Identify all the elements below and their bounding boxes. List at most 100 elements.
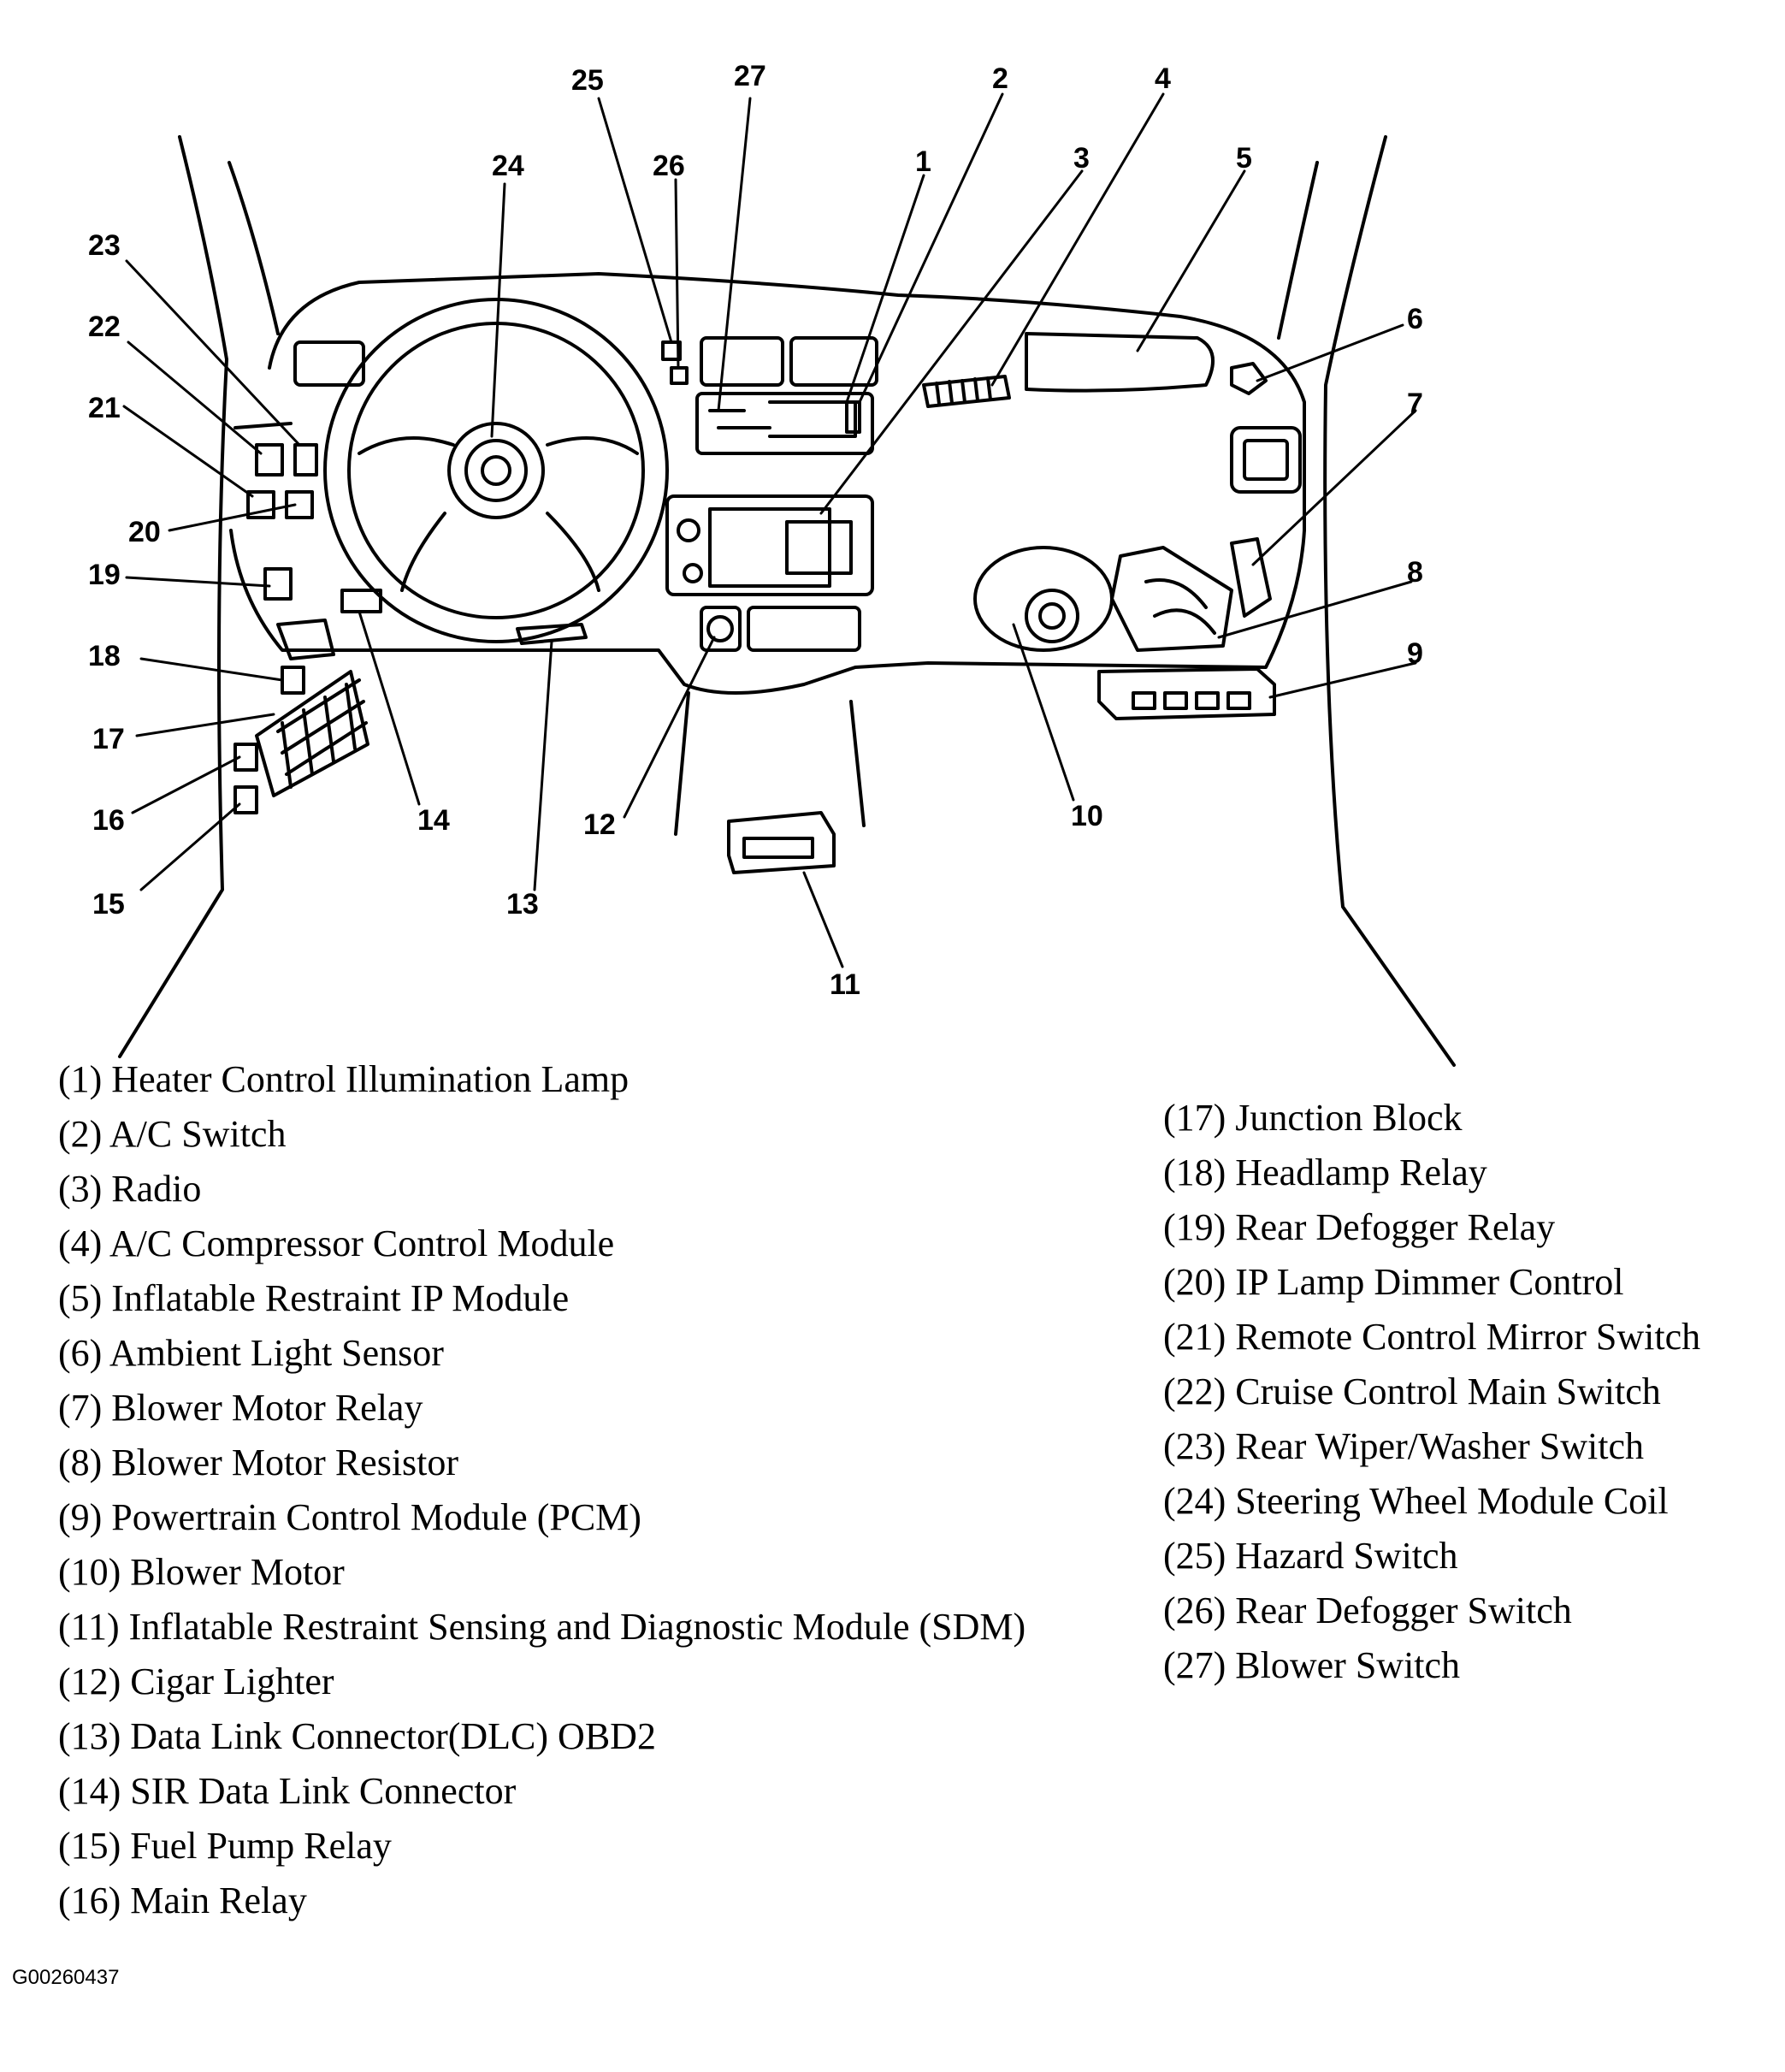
legend-item-20: (20) IP Lamp Dimmer Control xyxy=(1163,1261,1624,1303)
callout-9: 9 xyxy=(1407,637,1423,670)
legend-item-17: (17) Junction Block xyxy=(1163,1097,1463,1139)
left-a-pillar-inner xyxy=(228,161,280,335)
legend-item-9: (9) Powertrain Control Module (PCM) xyxy=(58,1496,641,1538)
cigar-lighter-bezel xyxy=(700,606,742,652)
legend-item-23: (23) Rear Wiper/Washer Switch xyxy=(1163,1425,1645,1467)
figure-id: G00260437 xyxy=(12,1966,120,1989)
steering-hub-mid xyxy=(464,439,528,502)
ip-module-5-shape xyxy=(1025,332,1215,393)
console-leg-left xyxy=(674,691,690,836)
pcm-9-port-1 xyxy=(1132,691,1156,710)
legend-item-6: (6) Ambient Light Sensor xyxy=(58,1332,444,1374)
blower-motor-10-housing xyxy=(973,546,1114,652)
legend-item-7: (7) Blower Motor Relay xyxy=(58,1387,423,1429)
right-a-pillar xyxy=(1323,135,1456,1067)
legend-item-4: (4) A/C Compressor Control Module xyxy=(58,1222,615,1264)
steering-wheel-inner xyxy=(347,322,645,619)
callout-23: 23 xyxy=(88,229,121,262)
steering-wheel-spokes xyxy=(358,436,639,592)
console-leg-right xyxy=(849,700,866,827)
ac-compressor-module-4-ribs xyxy=(935,376,992,406)
junction-block-17-grid xyxy=(276,678,368,789)
pcm-9-port-4 xyxy=(1226,691,1251,710)
callout-18: 18 xyxy=(88,640,121,672)
sdm-11-shape xyxy=(727,811,836,874)
radio-knob-left xyxy=(677,518,700,542)
steering-wheel-outer xyxy=(323,298,669,643)
callout-22: 22 xyxy=(88,311,121,343)
switch-20-block xyxy=(285,490,314,519)
legend-item-1: (1) Heater Control Illumination Lamp xyxy=(58,1058,629,1100)
callout-2: 2 xyxy=(992,62,1008,95)
right-vent xyxy=(1230,426,1302,494)
legend-item-13: (13) Data Link Connector(DLC) OBD2 xyxy=(58,1715,656,1757)
legend-item-16: (16) Main Relay xyxy=(58,1880,307,1921)
right-a-pillar-inner xyxy=(1277,161,1319,340)
legend-item-3: (3) Radio xyxy=(58,1168,202,1210)
blower-motor-10-shaft xyxy=(1038,602,1066,630)
switch-22-block xyxy=(255,443,284,477)
left-a-pillar xyxy=(118,135,228,1058)
rear-defogger-switch-26-shape xyxy=(670,366,689,385)
legend-item-11: (11) Inflatable Restraint Sensing and Di… xyxy=(58,1606,1026,1648)
lower-center-tray xyxy=(747,606,861,652)
callout-12: 12 xyxy=(583,808,616,841)
ac-switch-2-shape xyxy=(845,400,861,434)
blower-motor-10-hub xyxy=(1025,589,1079,643)
switch-23-block xyxy=(293,443,318,477)
callout-27: 27 xyxy=(734,60,766,92)
relay-19-shape xyxy=(263,567,293,601)
callout-5: 5 xyxy=(1236,142,1252,175)
legend-item-2: (2) A/C Switch xyxy=(58,1113,287,1155)
radio-face xyxy=(708,507,831,588)
callout-3: 3 xyxy=(1073,142,1090,175)
legend-item-19: (19) Rear Defogger Relay xyxy=(1163,1206,1556,1248)
center-vent-left xyxy=(700,336,784,387)
pcm-9-port-2 xyxy=(1163,691,1188,710)
legend-item-22: (22) Cruise Control Main Switch xyxy=(1163,1370,1661,1412)
dash-lower-edge xyxy=(229,529,1306,695)
legend-right: (17) Junction Block (18) Headlamp Relay … xyxy=(1163,1091,1700,1693)
ambient-light-sensor-6-shape xyxy=(1230,362,1268,395)
legend-left: (1) Heater Control Illumination Lamp (2)… xyxy=(58,1052,1025,1928)
callout-labels: 1 2 3 4 5 6 7 8 9 10 11 12 13 14 15 16 1… xyxy=(88,60,1423,1001)
legend-item-10: (10) Blower Motor xyxy=(58,1551,345,1593)
callout-10: 10 xyxy=(1071,800,1103,832)
sir-connector-14-shape xyxy=(340,589,382,613)
switch-21-block xyxy=(246,490,275,519)
callout-4: 4 xyxy=(1155,62,1171,95)
ac-compressor-module-4-shape xyxy=(922,375,1011,408)
relay-16-shape xyxy=(233,743,258,772)
relay-15-shape xyxy=(233,785,258,814)
dash-top-outline xyxy=(268,272,1306,532)
callout-21: 21 xyxy=(88,392,121,424)
knee-panel-left xyxy=(276,619,335,660)
legend-item-21: (21) Remote Control Mirror Switch xyxy=(1163,1316,1701,1358)
pcm-9-shape xyxy=(1097,667,1276,720)
radio-knob-left-lower xyxy=(683,563,703,583)
legend-item-27: (27) Blower Switch xyxy=(1163,1644,1461,1686)
radio-display-right xyxy=(785,520,853,575)
blower-resistor-8-shape xyxy=(1110,546,1233,652)
blower-switch-27-slider xyxy=(708,400,857,438)
center-vent-right xyxy=(789,336,878,387)
instrument-panel-diagram: 1 2 3 4 5 6 7 8 9 10 11 12 13 14 15 16 1… xyxy=(88,60,1456,1067)
junction-block-17-shape xyxy=(255,670,369,797)
cigar-lighter-12-shape xyxy=(706,615,734,642)
legend-item-25: (25) Hazard Switch xyxy=(1163,1535,1458,1577)
sdm-11-window xyxy=(742,837,814,859)
callout-17: 17 xyxy=(92,723,125,755)
relay-18-shape xyxy=(281,666,305,695)
heater-control-panel xyxy=(695,392,874,455)
callout-24: 24 xyxy=(492,150,524,182)
callout-8: 8 xyxy=(1407,556,1423,589)
legend-item-26: (26) Rear Defogger Switch xyxy=(1163,1590,1572,1631)
legend-item-8: (8) Blower Motor Resistor xyxy=(58,1442,459,1483)
callout-16: 16 xyxy=(92,804,125,837)
legend-item-24: (24) Steering Wheel Module Coil xyxy=(1163,1480,1669,1522)
callout-20: 20 xyxy=(128,516,161,548)
callout-11: 11 xyxy=(830,968,860,1001)
blower-relay-7-shape xyxy=(1230,537,1272,618)
right-vent-inner xyxy=(1243,439,1289,481)
callout-19: 19 xyxy=(88,559,121,591)
